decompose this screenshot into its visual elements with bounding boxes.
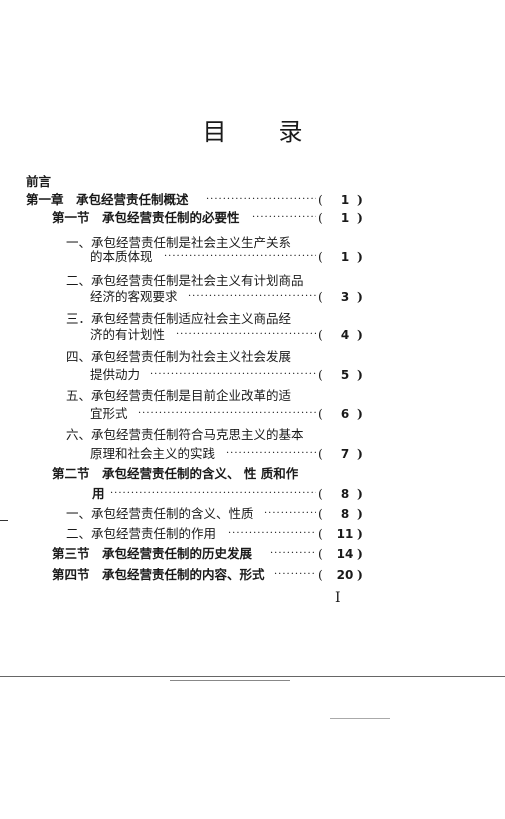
page-number: 1: [340, 250, 350, 264]
title-char-right: 录: [278, 118, 303, 146]
toc-label: 的本质体现: [90, 249, 153, 264]
paren-close: ): [357, 289, 363, 304]
page-number: 3: [340, 290, 350, 304]
toc-label: 原理和社会主义的实践: [90, 446, 216, 461]
toc-label: 五、承包经营责任制是目前企业改革的适: [66, 388, 292, 403]
paren-close: ): [357, 486, 363, 501]
page-number: 8: [340, 507, 350, 521]
toc-label: 第二节 承包经营责任制的含义、 性 质和作: [52, 466, 299, 481]
dot-leader: ·······················: [270, 548, 316, 559]
paren-close: ): [357, 526, 363, 541]
paren-close: ): [357, 192, 363, 207]
paren-open: (: [318, 406, 323, 421]
paren-close: ): [357, 210, 363, 225]
dot-leader: ·····················: [274, 569, 316, 580]
page-number: 8: [340, 487, 350, 501]
paren-open: (: [318, 526, 323, 541]
toc-label: 用: [92, 486, 105, 501]
scan-edge-line: [0, 676, 505, 677]
toc-label: 六、承包经营责任制符合马克思主义的基本: [66, 427, 304, 442]
page-number: 6: [340, 407, 350, 421]
toc-label: 二、承包经营责任制的作用: [66, 526, 217, 541]
scan-mark: [0, 520, 8, 521]
dot-leader: ········································…: [206, 194, 316, 205]
paren-open: (: [318, 327, 323, 342]
paren-open: (: [318, 486, 323, 501]
paren-open: (: [318, 546, 323, 561]
dot-leader: ········································…: [176, 329, 316, 340]
paren-open: (: [318, 192, 323, 207]
dot-leader: ··························: [264, 508, 316, 519]
toc-label: 宜形式: [90, 406, 128, 421]
paren-open: (: [318, 289, 323, 304]
dot-leader: ········································…: [164, 251, 316, 262]
dot-leader: ········································…: [150, 369, 316, 380]
paren-open: (: [318, 249, 323, 264]
toc-label: 第一节 承包经营责任制的必要性: [52, 210, 240, 225]
paren-open: (: [318, 446, 323, 461]
toc-label: 一、承包经营责任制的含义、性质: [66, 506, 254, 521]
paren-open: (: [318, 506, 323, 521]
toc-label: 提供动力: [90, 367, 141, 382]
toc-label: 第一章 承包经营责任制概述: [26, 192, 189, 207]
page-number: 14: [336, 547, 354, 561]
toc-label: 三．承包经营责任制适应社会主义商品经: [66, 311, 292, 326]
toc-label: 经济的客观要求: [90, 289, 178, 304]
toc-label: 第三节 承包经营责任制的历史发展: [52, 546, 253, 561]
toc-label: 二、承包经营责任制是社会主义有计划商品: [66, 273, 304, 288]
dot-leader: ·································: [252, 212, 316, 223]
page-title: 目录: [0, 112, 505, 147]
paren-open: (: [318, 210, 323, 225]
paren-close: ): [357, 506, 363, 521]
page-number: 1: [340, 193, 350, 207]
page-number: 7: [340, 447, 350, 461]
paren-close: ): [357, 446, 363, 461]
title-char-left: 目: [202, 118, 227, 146]
paren-close: ): [357, 249, 363, 264]
paren-close: ): [357, 546, 363, 561]
dot-leader: ········································…: [226, 448, 316, 459]
dot-leader: ········································…: [110, 488, 316, 499]
toc-label: 第四节 承包经营责任制的内容、形式: [52, 567, 265, 582]
page-number: 1: [340, 211, 350, 225]
page-number: 4: [340, 328, 350, 342]
toc-label: 济的有计划性: [90, 327, 166, 342]
page-number: 11: [336, 527, 354, 541]
scan-edge-line: [330, 718, 390, 719]
dot-leader: ········································…: [228, 528, 316, 539]
paren-close: ): [357, 327, 363, 342]
paren-close: ): [357, 406, 363, 421]
paren-open: (: [318, 367, 323, 382]
scan-edge-line: [170, 680, 290, 681]
page-number: 5: [340, 368, 350, 382]
paren-close: ): [357, 567, 363, 582]
toc-label: 一、承包经营责任制是社会主义生产关系: [66, 235, 292, 250]
dot-leader: ········································…: [138, 408, 316, 419]
toc-label: 四、承包经营责任制为社会主义社会发展: [66, 349, 292, 364]
page-number: 20: [336, 568, 354, 582]
dot-leader: ········································…: [188, 291, 316, 302]
toc-label: 前言: [26, 174, 52, 189]
paren-open: (: [318, 567, 323, 582]
page-number-roman: I: [335, 590, 341, 606]
paren-close: ): [357, 367, 363, 382]
